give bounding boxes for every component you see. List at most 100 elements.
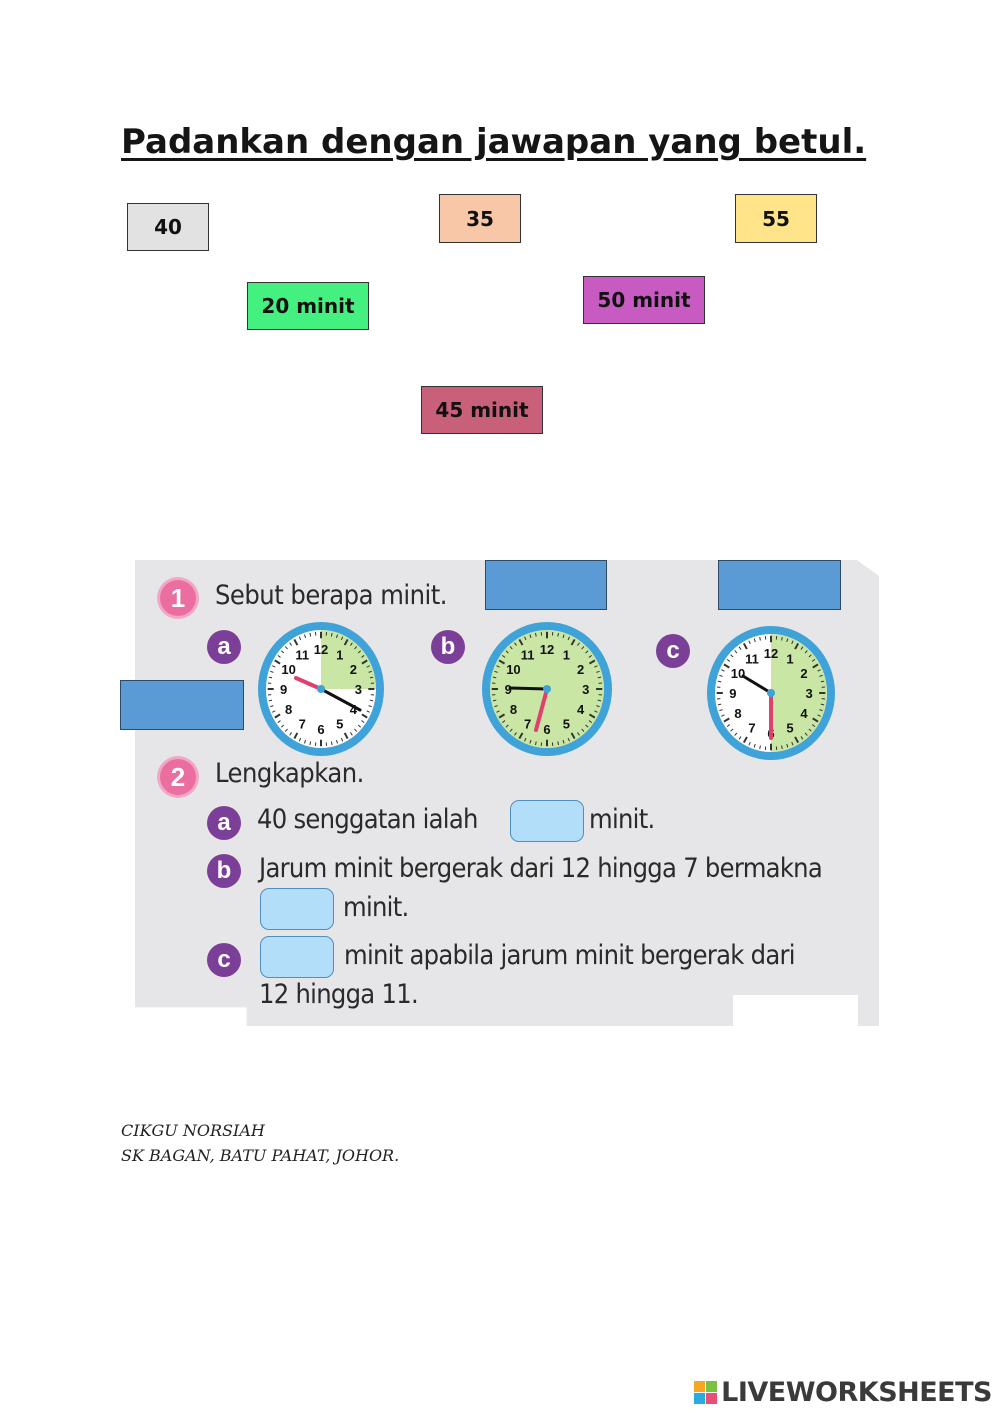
clock-tick [597,699,602,702]
clock-tick [361,659,368,665]
clock-tick [577,732,580,736]
clock-numeral: 4 [800,706,808,721]
clock-tick [748,741,751,746]
clock-tick [759,745,761,750]
clock-tick [738,646,742,650]
answer-chip-35[interactable]: 35 [439,194,521,243]
clock-tick [350,732,353,736]
clock-numeral: 12 [314,642,328,657]
clock-tick [812,663,819,669]
answer-chip-50-minit[interactable]: 50 minit [583,276,705,324]
clock-tick [817,714,821,717]
clock-tick [562,634,565,639]
answer-chip-20-minit[interactable]: 20 minit [247,282,369,330]
clock-tick [298,737,302,742]
answer-box-2c[interactable] [260,936,334,978]
clock-tick [369,676,374,679]
clock-tick [812,717,819,723]
question-1a-badge: a [207,630,241,664]
clock-tick [284,728,288,732]
clock-tick [596,705,600,708]
clock-numeral: 4 [577,702,585,717]
clock-tick [759,636,761,641]
clock-tick [289,642,292,646]
clock-tick [529,634,532,639]
clock-tick [340,636,344,641]
clock-tick [562,739,565,744]
clock-tick [509,646,513,650]
clock-tick [781,745,783,750]
question-2c-text-line2: 12 hingga 11. [259,979,419,1010]
clock-tick [585,650,589,654]
clock-tick [368,705,372,708]
clock-tick [800,736,804,740]
answer-chip-55[interactable]: 55 [735,194,817,243]
clock-a-shade [321,630,376,689]
clock-tick [369,699,374,702]
question-2a-text-after: minit. [589,804,655,835]
clock-tick [281,724,285,728]
clock-tick [742,642,748,650]
clock-tick [811,658,816,662]
clock-numeral: 8 [734,706,741,721]
clock-numeral: 12 [764,646,778,661]
liveworksheets-logo-icon [694,1381,718,1404]
clock-tick [581,646,585,650]
clock-tick [721,669,725,672]
clock-tick [309,741,312,746]
clock-tick [734,732,738,736]
clock-tick [738,736,742,740]
clock-tick [498,659,506,665]
drop-zone-clock-c[interactable] [718,560,841,610]
clock-tick [492,676,497,679]
clock-numeral: 6 [317,722,324,737]
clock-tick [304,739,307,744]
clock-tick [361,654,365,658]
clock-numeral: 1 [563,647,570,662]
answer-box-2a[interactable] [510,800,584,842]
author-credit: CIKGU NORSIAH SK BAGAN, BATU PAHAT, JOHO… [121,1118,399,1168]
clock-tick [794,642,800,650]
question-2b-badge: b [207,854,241,888]
clock-tick [723,717,730,723]
clock-tick [820,703,825,706]
clock-tick [270,670,274,673]
clock-numeral: 6 [543,722,550,737]
brand-name: LIVEWORKSHEETS [721,1377,992,1408]
clock-tick [577,642,580,646]
clock-numeral: 2 [577,662,584,677]
clock-tick [518,638,524,646]
clock-tick [804,732,808,736]
clock-tick [335,634,338,639]
clock-tick [820,680,825,683]
clock-tick [524,636,527,641]
clock-numeral: 11 [295,647,309,662]
question-2a-text-before: 40 senggatan ialah [257,804,478,835]
clock-tick [298,636,302,641]
clock-tick [800,646,804,650]
answer-box-2b[interactable] [260,888,334,930]
clock-tick [343,638,349,646]
answer-chip-40[interactable]: 40 [127,203,209,251]
clock-tick [719,674,723,677]
clock-tick [717,680,722,683]
clock-tick [368,670,372,673]
clock-numeral: 10 [731,666,745,681]
drop-zone-clock-b[interactable] [485,560,607,610]
clock-tick [791,741,794,746]
clock-tick [819,709,823,712]
clock-numeral: 9 [505,682,512,697]
question-2c-badge: c [207,943,241,977]
clock-tick [514,642,517,646]
clock-tick [734,650,738,654]
clock-tick [594,710,598,713]
clock-numeral: 1 [336,647,343,662]
answer-chip-45-minit[interactable]: 45 minit [421,386,543,434]
clock-tick [570,732,576,740]
clock-tick [277,720,281,724]
clock-tick [717,703,722,706]
drop-zone-clock-a[interactable] [120,680,244,730]
clock-tick [570,638,576,646]
clock-tick [514,732,517,736]
